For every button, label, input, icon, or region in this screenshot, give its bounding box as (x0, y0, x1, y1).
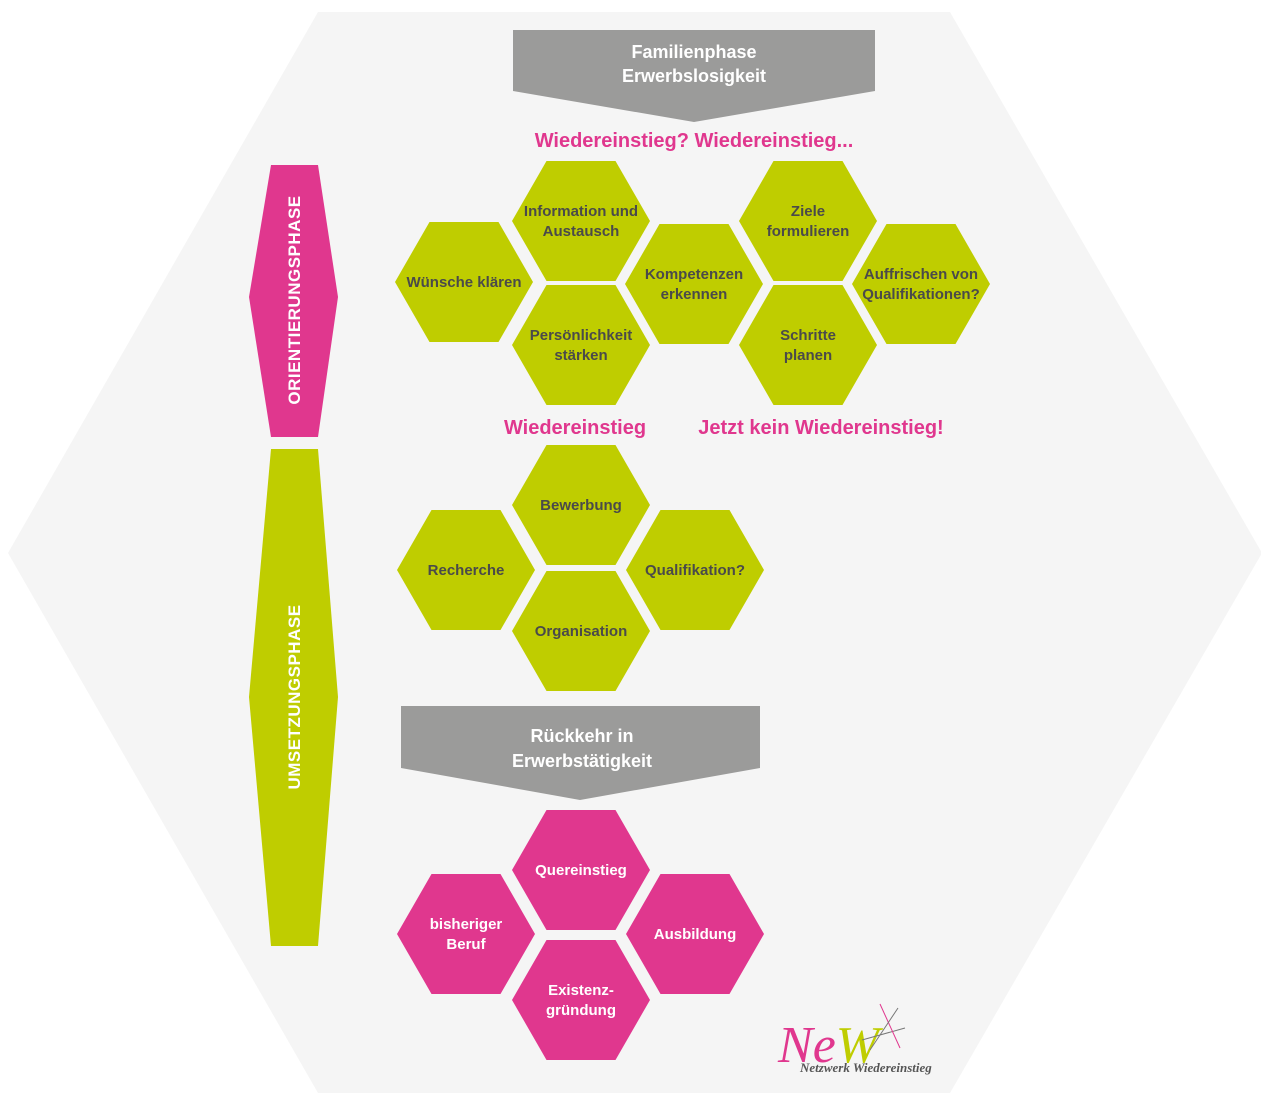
hex-shape (512, 161, 650, 281)
hex-label: Recherche (428, 562, 505, 579)
hex-label: Austausch (543, 223, 620, 240)
hex-shape (625, 224, 763, 344)
middle-banner: Rückkehr in Erwerbstätigkeit (401, 706, 760, 800)
hex-label: Ausbildung (654, 926, 737, 943)
decision-no: Jetzt kein Wiedereinstieg! (698, 417, 943, 439)
logo-star-line (861, 1027, 906, 1041)
hex-shape (395, 222, 533, 342)
logo-subtitle: Netzwerk Wiedereinstieg (799, 1060, 932, 1075)
new-logo: NeW Netzwerk Wiedereinstieg (777, 1003, 932, 1075)
logo-star-line (879, 1003, 901, 1049)
hex-label: Qualifikationen? (862, 286, 980, 303)
hex-shape (626, 874, 764, 994)
hex-label: formulieren (767, 223, 850, 240)
hex-quereinstieg: Quereinstieg (512, 810, 650, 930)
hex-wuensche: Wünsche klären (395, 222, 533, 342)
hex-label: bisheriger (430, 916, 503, 933)
implementation-phase-label: UMSETZUNGSPHASE (285, 604, 304, 789)
hex-label: Organisation (535, 623, 628, 640)
hex-label: Wünsche klären (406, 274, 521, 291)
hex-shape (512, 940, 650, 1060)
hex-label: planen (784, 347, 832, 364)
hex-label: Quereinstieg (535, 862, 627, 879)
hex-shape (512, 285, 650, 405)
hex-recherche: Recherche (397, 510, 535, 630)
hex-existenz: Existenz-gründung (512, 940, 650, 1060)
hex-schritte: Schritte planen (739, 285, 877, 405)
logo-letters: NeW (777, 1017, 884, 1074)
hex-shape (397, 874, 535, 994)
hex-ziele: Ziele formulieren (739, 161, 877, 281)
hex-kompetenzen: Kompetenzen erkennen (625, 224, 763, 344)
hex-shape (852, 224, 990, 344)
hex-organisation: Organisation (512, 571, 650, 691)
hex-shape (739, 285, 877, 405)
logo-star-line (869, 1007, 899, 1051)
hex-label: Auffrischen von (864, 266, 978, 283)
hex-label: Bewerbung (540, 497, 622, 514)
hex-shape (397, 510, 535, 630)
hex-shape (626, 510, 764, 630)
hex-label: erkennen (661, 286, 728, 303)
orientation-phase-bar: ORIENTIERUNGSPHASE (249, 165, 338, 437)
hex-label: Schritte (780, 327, 836, 344)
middle-banner-line-1: Rückkehr in (530, 726, 633, 746)
hex-label: Beruf (446, 936, 486, 953)
decision-question: Wiedereinstieg? Wiedereinstieg... (535, 130, 854, 152)
middle-banner-line-2: Erwerbstätigkeit (512, 751, 652, 771)
hex-persoenlichkeit: Persönlichkeit stärken (512, 285, 650, 405)
hex-label: gründung (546, 1002, 616, 1019)
hex-label: Information und (524, 203, 638, 220)
hex-bewerbung: Bewerbung (512, 445, 650, 565)
hex-shape (739, 161, 877, 281)
top-banner-line-2: Erwerbslosigkeit (622, 66, 766, 86)
hex-label: Kompetenzen (645, 266, 743, 283)
hex-label: Existenz- (548, 982, 614, 999)
hex-qualifikation: Qualifikation? (626, 510, 764, 630)
hex-label: stärken (554, 347, 607, 364)
orientation-phase-label: ORIENTIERUNGSPHASE (285, 195, 304, 404)
hex-ausbildung: Ausbildung (626, 874, 764, 994)
hex-label: Ziele (791, 203, 825, 220)
decision-yes: Wiedereinstieg (504, 417, 646, 439)
hex-label: Qualifikation? (645, 562, 745, 579)
hex-label: Persönlichkeit (530, 327, 633, 344)
implementation-phase-bar: UMSETZUNGSPHASE (249, 449, 338, 946)
hex-shape (512, 445, 650, 565)
hex-shape (512, 810, 650, 930)
top-banner: Familienphase Erwerbslosigkeit (513, 30, 875, 122)
top-banner-line-1: Familienphase (631, 42, 756, 62)
hex-shape (512, 571, 650, 691)
outcome-hex-group: bisherigerBerufQuereinstiegExistenz-grün… (397, 810, 764, 1060)
